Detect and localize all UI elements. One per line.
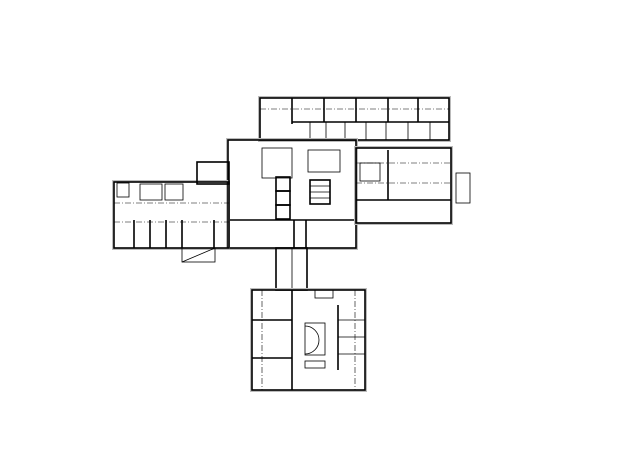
spiral-stair: [116, 182, 130, 198]
spiral-stair: [455, 172, 471, 204]
central-core: [226, 138, 358, 250]
south-block: [250, 288, 367, 392]
elevator: [275, 204, 291, 220]
west-wing: [112, 161, 230, 263]
elevator: [275, 176, 291, 192]
north-wing: [258, 96, 451, 142]
ramp: [181, 247, 216, 263]
auditorium-seating: [304, 325, 320, 355]
link-corridor: [275, 247, 308, 291]
east-wing: [354, 146, 471, 225]
elevator: [275, 190, 291, 206]
